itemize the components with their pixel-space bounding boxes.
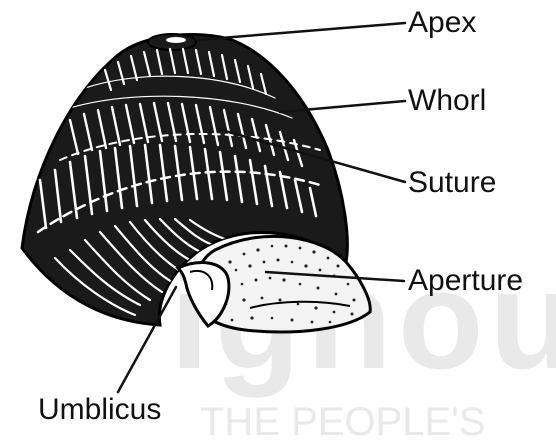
label-suture: Suture [408,168,496,198]
apex-leader-line [196,23,405,40]
label-apex: Apex [408,8,476,38]
label-umblicus: Umblicus [38,395,161,425]
label-aperture: Aperture [408,266,523,296]
label-whorl: Whorl [408,86,486,116]
